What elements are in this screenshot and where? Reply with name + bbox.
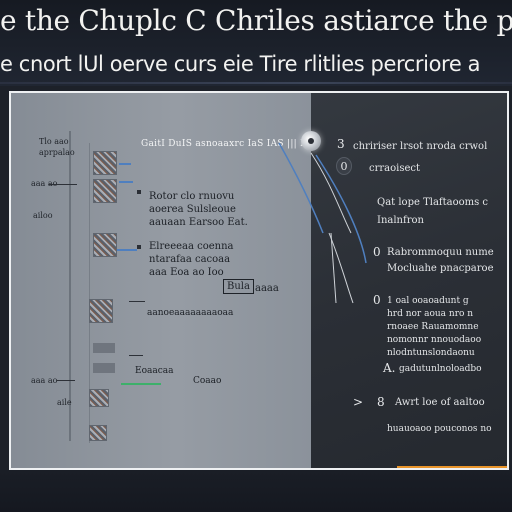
annotation-text: aoerea Sulsleoue [149, 204, 236, 215]
thumbnail-image [89, 299, 113, 323]
heading-title: e the Chuplc C Chriles astiarce the pus [0, 4, 512, 37]
panel-rail-secondary [89, 143, 90, 443]
thumbnail-block [93, 343, 115, 353]
highlight-underline [121, 383, 161, 385]
pointer-arrow [119, 181, 133, 183]
item-text: hrd nor aoua nro n [387, 309, 474, 319]
step-marker: 8 [377, 395, 385, 409]
right-panel: 3 chririser lrsot nroda crwol crraoisect… [311, 93, 507, 468]
bullet [137, 190, 141, 194]
pointer-knob-icon [301, 131, 321, 151]
item-text: nlodntunslondaonu [387, 348, 475, 358]
annotation-text: Eoaacaa [135, 366, 174, 376]
heading-band: e the Chuplc C Chriles astiarce the pus … [0, 0, 512, 86]
chevron-right-icon: > [353, 395, 364, 409]
annotation-text: aauaan Earsoo Eat. [149, 217, 248, 228]
thumbnail-image [93, 179, 117, 203]
panel-header: GaitI DuIS asnoaaxrc IaS IAS ||| P [141, 139, 307, 149]
heading-subtitle: e cnort lUl oerve curs eie Tire rlitlies… [0, 52, 481, 76]
pointer-arrow [119, 163, 131, 165]
annotation-text: Elreeeaa coenna [149, 241, 234, 252]
bottom-band [0, 470, 512, 512]
connector-line [57, 380, 75, 381]
annotation-text: aaaa [255, 283, 279, 294]
thumbnail-image [93, 151, 117, 175]
side-label: aile [57, 398, 72, 407]
step-marker: A. [383, 361, 396, 375]
screenshot-frame: GaitI DuIS asnoaaxrc IaS IAS ||| P Tlo a… [9, 91, 509, 470]
connector-line [49, 184, 77, 185]
step-marker: 3 [337, 137, 345, 151]
item-text: chririser lrsot nroda crwol [353, 141, 488, 152]
thumbnail-image [89, 389, 109, 407]
annotation-text: Rotor clo rnuovu [149, 191, 235, 202]
left-panel: GaitI DuIS asnoaaxrc IaS IAS ||| P Tlo a… [11, 93, 311, 468]
item-text: huauoaoo pouconos no [387, 424, 492, 434]
item-text: Awrt loe of aaltoo [395, 397, 485, 408]
top-note: aprpalao [39, 148, 75, 157]
step-marker: 0 [373, 293, 381, 307]
annotation-text: aaa Eoa ao Ioo [149, 267, 224, 278]
annotation-text: ntarafaa cacoaa [149, 254, 231, 265]
accent-strip [397, 466, 507, 468]
bullet [137, 245, 141, 249]
heading-divider [0, 82, 512, 84]
side-label: aaa ao [31, 179, 58, 188]
annotation-text: Coaao [193, 376, 222, 386]
item-text: gadutunlnoloadbo [399, 364, 482, 374]
side-label: ailoo [33, 211, 53, 220]
knob-center [308, 138, 314, 144]
item-text: Qat lope Tlaftaooms c [377, 197, 489, 208]
item-text: rnoaee Rauamomne [387, 322, 479, 332]
pointer-arrow [117, 249, 137, 251]
item-text: crraoisect [369, 163, 421, 174]
step-circle: 0 [336, 157, 352, 175]
top-note: Tlo aao [39, 137, 69, 146]
item-text: Rabrommoquu nume [387, 247, 494, 258]
panel-rail [69, 131, 71, 441]
connector-line [129, 301, 145, 302]
item-text: nomonnr nnouodaoo [387, 335, 482, 345]
thumbnail-image [89, 425, 107, 441]
item-text: 1 oal ooaoadunt g [387, 296, 469, 306]
side-label: aaa ao [31, 376, 58, 385]
highlight-label: Bula [223, 279, 254, 294]
item-text: Mocluahe pnacparoe [387, 263, 494, 274]
item-text: Inalnfron [377, 215, 424, 226]
annotation-text: aanoeaaaaaaaaoaa [147, 308, 234, 318]
connector-line [129, 355, 143, 356]
thumbnail-image [93, 233, 117, 257]
step-marker: 0 [373, 245, 381, 259]
thumbnail-block [93, 363, 115, 373]
